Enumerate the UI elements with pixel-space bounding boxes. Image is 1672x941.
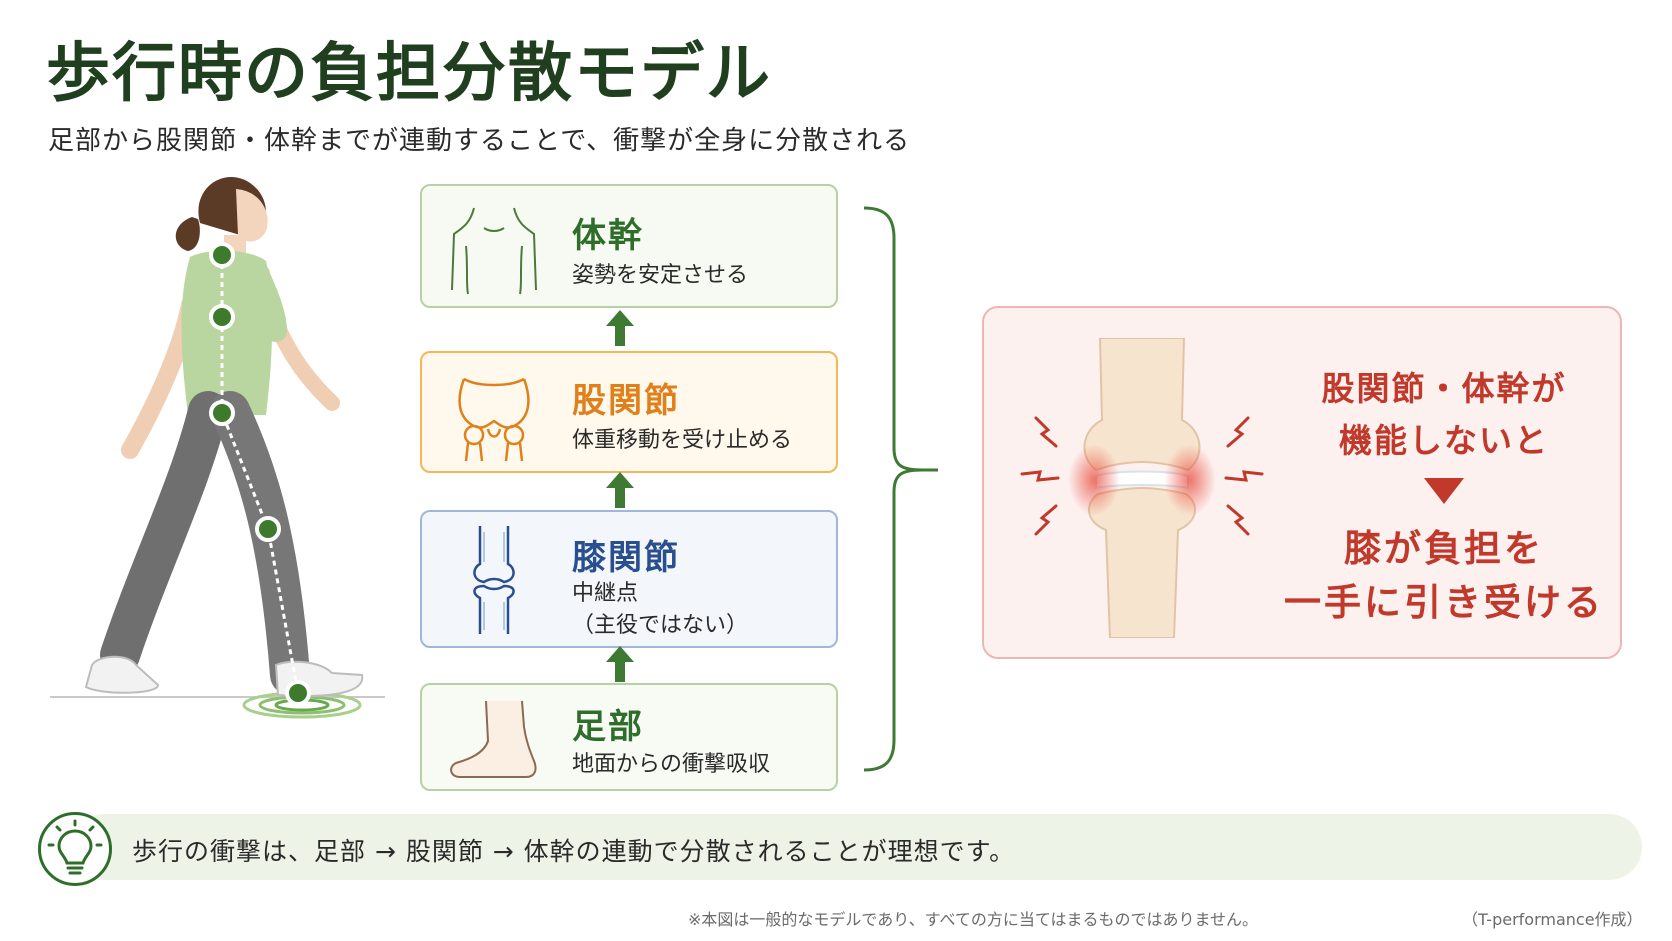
stage-hip: 股関節 体重移動を受け止める xyxy=(420,351,838,473)
risk-line-3: 膝が負担を xyxy=(1344,527,1544,570)
stage-hip-name: 股関節 xyxy=(572,381,680,421)
page-subtitle: 足部から股関節・体幹までが連動することで、衝撃が全身に分散される xyxy=(48,126,911,156)
torso-icon xyxy=(451,207,537,295)
arrow-up-icon xyxy=(606,646,634,682)
stage-knee-desc-line2: （主役ではない） xyxy=(572,613,749,638)
stage-knee: 膝関節 中継点 （主役ではない） xyxy=(420,510,838,648)
foot-icon xyxy=(450,700,537,778)
stage-trunk: 体幹 姿勢を安定させる xyxy=(420,184,838,308)
disclaimer-text: ※本図は一般的なモデルであり、すべての方に当てはまるものではありません。 xyxy=(688,910,1259,929)
grouping-brace xyxy=(863,206,938,772)
summary-note-text: 歩行の衝撃は、足部 → 股関節 → 体幹の連動で分散されることが理想です。 xyxy=(132,837,1016,866)
credit-text: （T-performance作成） xyxy=(1462,910,1643,929)
risk-line-1: 股関節・体幹が xyxy=(1321,369,1567,408)
stage-foot: 足部 地面からの衝撃吸収 xyxy=(420,683,838,791)
arrow-up-icon xyxy=(606,472,634,508)
summary-note-bar xyxy=(72,814,1642,880)
stage-knee-desc: 中継点 （主役ではない） xyxy=(572,578,748,642)
walking-woman-illustration xyxy=(50,176,385,719)
stage-hip-desc: 体重移動を受け止める xyxy=(572,428,793,453)
stage-knee-desc-line1: 中継点 xyxy=(572,581,639,606)
knee-joint-icon xyxy=(473,526,515,634)
pelvis-icon xyxy=(458,377,530,462)
stage-trunk-name: 体幹 xyxy=(572,216,644,256)
inflamed-knee-illustration xyxy=(1020,338,1264,638)
stage-foot-desc: 地面からの衝撃吸収 xyxy=(572,752,771,777)
stage-trunk-desc: 姿勢を安定させる xyxy=(572,263,749,288)
page-title: 歩行時の負担分散モデル xyxy=(46,37,772,111)
risk-line-4: 一手に引き受ける xyxy=(1284,581,1604,624)
risk-line-2: 機能しないと xyxy=(1339,421,1549,460)
arrow-up-icon xyxy=(606,310,634,346)
knee-overload-panel: 股関節・体幹が 機能しないと 膝が負担を 一手に引き受ける xyxy=(982,306,1622,659)
triangle-down-icon xyxy=(1424,478,1464,504)
stage-knee-name: 膝関節 xyxy=(572,538,680,578)
lightbulb-icon xyxy=(38,812,112,886)
stage-foot-name: 足部 xyxy=(572,707,644,747)
